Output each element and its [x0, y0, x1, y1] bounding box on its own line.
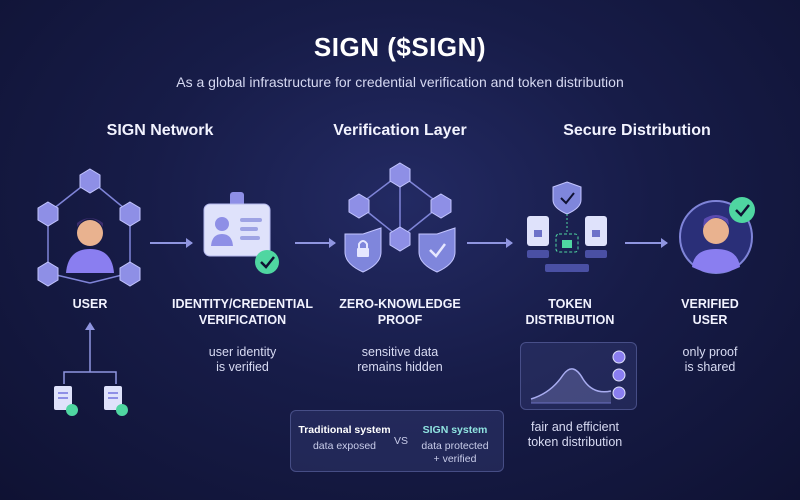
node-label-user: USER [72, 297, 108, 311]
document-tree-icon [54, 322, 128, 416]
node-desc-verified: only proof is shared [682, 345, 738, 374]
section-sign-network: SIGN Network [106, 122, 214, 139]
shield-network-icon [344, 162, 456, 273]
comparison-panel: Traditional system data exposed VS SIGN … [290, 410, 504, 472]
chart-icon [530, 350, 626, 404]
vs-label: VS [393, 435, 408, 447]
node-desc-token: fair and efficient token distribution [527, 420, 623, 449]
verified-user-icon [679, 197, 755, 274]
sign-sub: data protected + verified [421, 440, 489, 465]
node-label-zkp: ZERO-KNOWLEDGE PROOF [339, 297, 461, 327]
flow-arrow [625, 238, 668, 248]
token-distribution-icon [527, 181, 607, 272]
section-secure-distribution: Secure Distribution [563, 122, 711, 139]
node-label-token: TOKEN DISTRIBUTION [525, 297, 615, 327]
cube-network-icon [37, 168, 141, 287]
section-verification-layer: Verification Layer [333, 122, 467, 139]
document-icon [54, 386, 78, 416]
traditional-sub: data exposed [312, 440, 377, 452]
document-icon [104, 386, 128, 416]
check-badge-icon [729, 197, 755, 223]
traditional-title: Traditional system [298, 424, 391, 436]
flow-arrow [467, 238, 513, 248]
node-label-identity: IDENTITY/CREDENTIAL VERIFICATION [172, 297, 313, 327]
node-label-verified: VERIFIED USER [681, 297, 739, 327]
user-avatar-icon [66, 218, 114, 273]
shield-lock-icon [344, 227, 382, 273]
flow-arrow [150, 238, 193, 248]
page-subtitle: As a global infrastructure for credentia… [176, 74, 624, 90]
check-badge-icon [255, 250, 279, 274]
id-card-icon [203, 192, 279, 274]
node-desc-identity: user identity is verified [208, 345, 277, 374]
shield-check-icon [418, 227, 456, 273]
page-title: SIGN ($SIGN) [313, 32, 487, 62]
flow-arrow [295, 238, 336, 248]
distribution-chart-panel [520, 342, 637, 410]
node-desc-zkp: sensitive data remains hidden [357, 345, 443, 374]
sign-title: SIGN system [422, 424, 488, 436]
